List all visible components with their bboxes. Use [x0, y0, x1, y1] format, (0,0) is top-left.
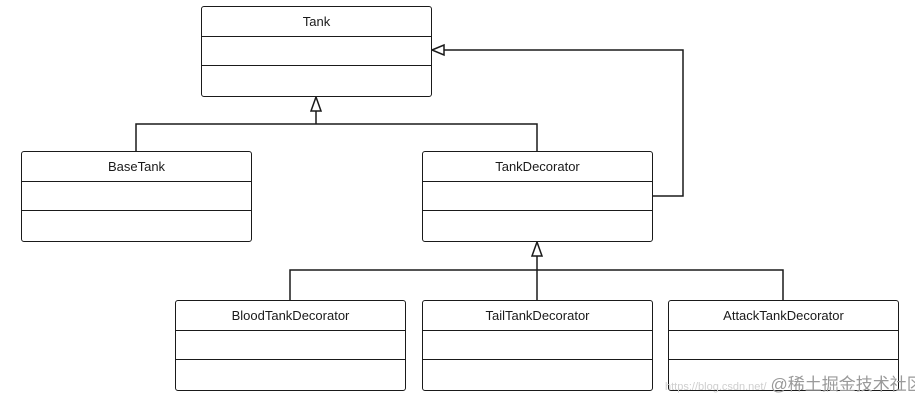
class-bloodtankdecorator: BloodTankDecorator — [175, 300, 406, 391]
connector-decorator-wrap-to-tank — [444, 49, 684, 197]
attributes-compartment — [22, 182, 251, 211]
class-name-basetank: BaseTank — [22, 152, 251, 182]
methods-compartment — [176, 360, 405, 390]
attributes-compartment — [202, 37, 431, 66]
class-basetank: BaseTank — [21, 151, 252, 242]
class-attacktankdecorator: AttackTankDecorator — [668, 300, 899, 391]
class-name-tailtankdecorator: TailTankDecorator — [423, 301, 652, 331]
arrowheads — [309, 43, 544, 257]
class-name-tankdecorator: TankDecorator — [423, 152, 652, 182]
class-tankdecorator: TankDecorator — [422, 151, 653, 242]
attributes-compartment — [423, 331, 652, 360]
watermark: https://blog.csdn.net/@稀土掘金技术社区 — [665, 370, 915, 395]
methods-compartment — [423, 360, 652, 390]
generalization-arrow-tankdecorator-bottom — [530, 239, 544, 257]
class-tailtankdecorator: TailTankDecorator — [422, 300, 653, 391]
class-name-tank: Tank — [202, 7, 431, 37]
methods-compartment — [202, 66, 431, 96]
generalization-arrow-tank-right — [430, 43, 445, 57]
class-name-bloodtankdecorator: BloodTankDecorator — [176, 301, 405, 331]
attributes-compartment — [176, 331, 405, 360]
attributes-compartment — [669, 331, 898, 360]
methods-compartment — [423, 211, 652, 241]
attributes-compartment — [423, 182, 652, 211]
watermark-brand: @稀土掘金技术社区 — [770, 375, 915, 394]
class-tank: Tank — [201, 6, 432, 97]
watermark-url: https://blog.csdn.net/ — [665, 381, 767, 393]
class-name-attacktankdecorator: AttackTankDecorator — [669, 301, 898, 331]
connectors — [135, 49, 784, 300]
methods-compartment — [22, 211, 251, 241]
generalization-arrow-tank-bottom — [309, 94, 323, 112]
connector-basetank-to-tank — [135, 123, 538, 151]
